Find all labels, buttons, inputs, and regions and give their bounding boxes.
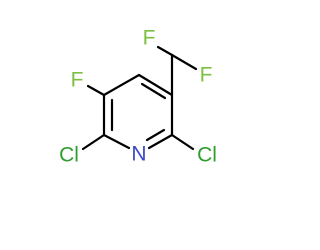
bond-c6-n-inner: [145, 128, 166, 142]
bond-c4-c5-inner: [140, 82, 167, 100]
bond-c6-n: [147, 133, 174, 150]
atom-label-chlorine-left: Cl: [59, 144, 79, 167]
atom-label-fluorine-chf2-right: F: [200, 64, 213, 87]
bond-c2-chlorine: [81, 133, 106, 151]
atom-label-fluorine-ring: F: [71, 69, 84, 92]
atom-label-fluorine-chf2-top: F: [143, 27, 156, 50]
atom-label-chlorine-right: Cl: [197, 144, 217, 167]
bond-chf2-fluorine-right: [170, 53, 198, 71]
bond-chf2-fluorine-top: [156, 45, 174, 57]
molecule-structure-drawing: F Cl N Cl F F: [59, 27, 217, 167]
bond-c3-c4: [102, 73, 141, 97]
bond-n-c2: [102, 133, 131, 150]
bond-c6-chlorine: [170, 133, 195, 151]
bond-c4-c5: [137, 73, 174, 97]
bond-c3-fluorine: [86, 84, 106, 97]
atom-label-nitrogen: N: [131, 143, 146, 166]
